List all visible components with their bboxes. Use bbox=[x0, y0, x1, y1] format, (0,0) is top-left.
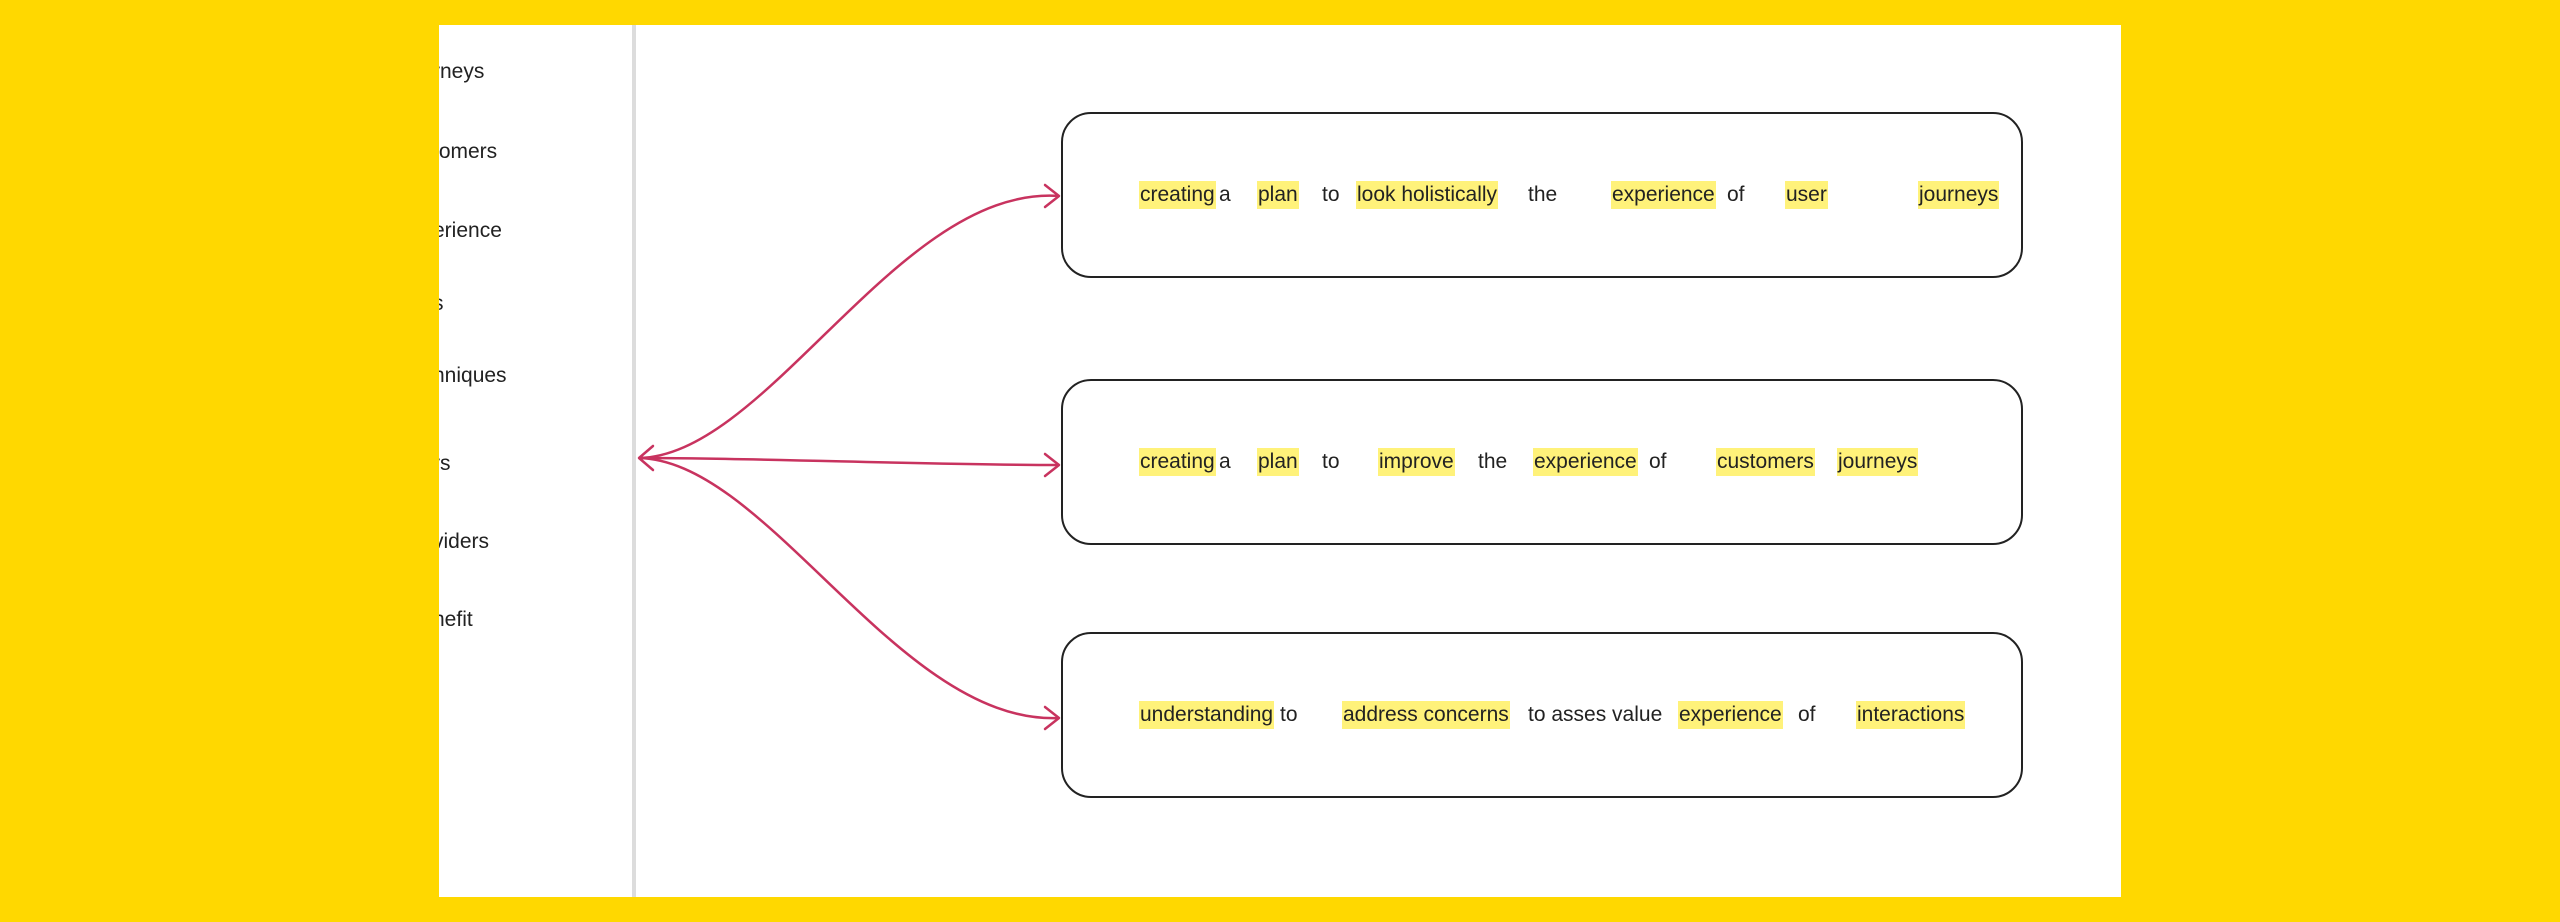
left-list-item-label: tomers bbox=[439, 140, 498, 163]
highlighted-phrase: creating bbox=[1139, 181, 1216, 209]
left-list-item-label: nniques bbox=[439, 364, 507, 387]
plain-word: to asses value bbox=[1528, 703, 1663, 726]
highlighted-phrase: address concerns bbox=[1342, 701, 1510, 729]
panel-divider[interactable] bbox=[632, 25, 636, 897]
arrowhead-right-icon bbox=[1043, 183, 1061, 209]
highlighted-phrase: journeys bbox=[1918, 181, 2000, 209]
highlighted-phrase: look holistically bbox=[1356, 181, 1499, 209]
arrowhead-right-icon bbox=[1043, 452, 1061, 478]
arrowhead-left-icon bbox=[637, 444, 655, 472]
highlighted-phrase: plan bbox=[1257, 181, 1299, 209]
left-list-item-label: viders bbox=[439, 530, 490, 553]
plain-word: of bbox=[1727, 183, 1745, 206]
plain-word: the bbox=[1478, 450, 1508, 473]
plain-word: the bbox=[1528, 183, 1558, 206]
plain-word: a bbox=[1219, 183, 1231, 206]
arrowhead-right-icon bbox=[1043, 705, 1061, 731]
plain-word: to bbox=[1322, 183, 1340, 206]
left-list-item-label: nefit bbox=[439, 608, 473, 631]
left-list-item-label: rneys bbox=[439, 60, 485, 83]
diagram-canvas: rneystomerseriencesnniquesrsvidersnefit … bbox=[439, 25, 2121, 897]
connector-line bbox=[638, 194, 1060, 460]
plain-word: to bbox=[1280, 703, 1298, 726]
highlighted-phrase: interactions bbox=[1856, 701, 1966, 729]
highlighted-phrase: creating bbox=[1139, 448, 1216, 476]
plain-word: a bbox=[1219, 450, 1231, 473]
highlighted-phrase: improve bbox=[1378, 448, 1455, 476]
left-panel: rneys tomers erience s nniques rs viders nefit bbox=[439, 25, 632, 897]
highlighted-phrase: journeys bbox=[1837, 448, 1919, 476]
highlighted-phrase: experience bbox=[1533, 448, 1638, 476]
left-list-item-label: erience bbox=[439, 219, 502, 242]
plain-word: to bbox=[1322, 450, 1340, 473]
left-list-item-label: rs bbox=[439, 452, 451, 475]
highlighted-phrase: user bbox=[1785, 181, 1828, 209]
highlighted-phrase: customers bbox=[1716, 448, 1815, 476]
highlighted-phrase: plan bbox=[1257, 448, 1299, 476]
highlighted-phrase: experience bbox=[1678, 701, 1783, 729]
connector-arrows bbox=[637, 183, 1061, 731]
connector-line bbox=[638, 456, 1060, 720]
highlighted-phrase: understanding bbox=[1139, 701, 1275, 729]
plain-word: of bbox=[1798, 703, 1816, 726]
plain-word: of bbox=[1649, 450, 1667, 473]
left-list-item-label: s bbox=[439, 292, 632, 316]
highlighted-phrase: experience bbox=[1611, 181, 1716, 209]
connector-line bbox=[638, 456, 1060, 467]
